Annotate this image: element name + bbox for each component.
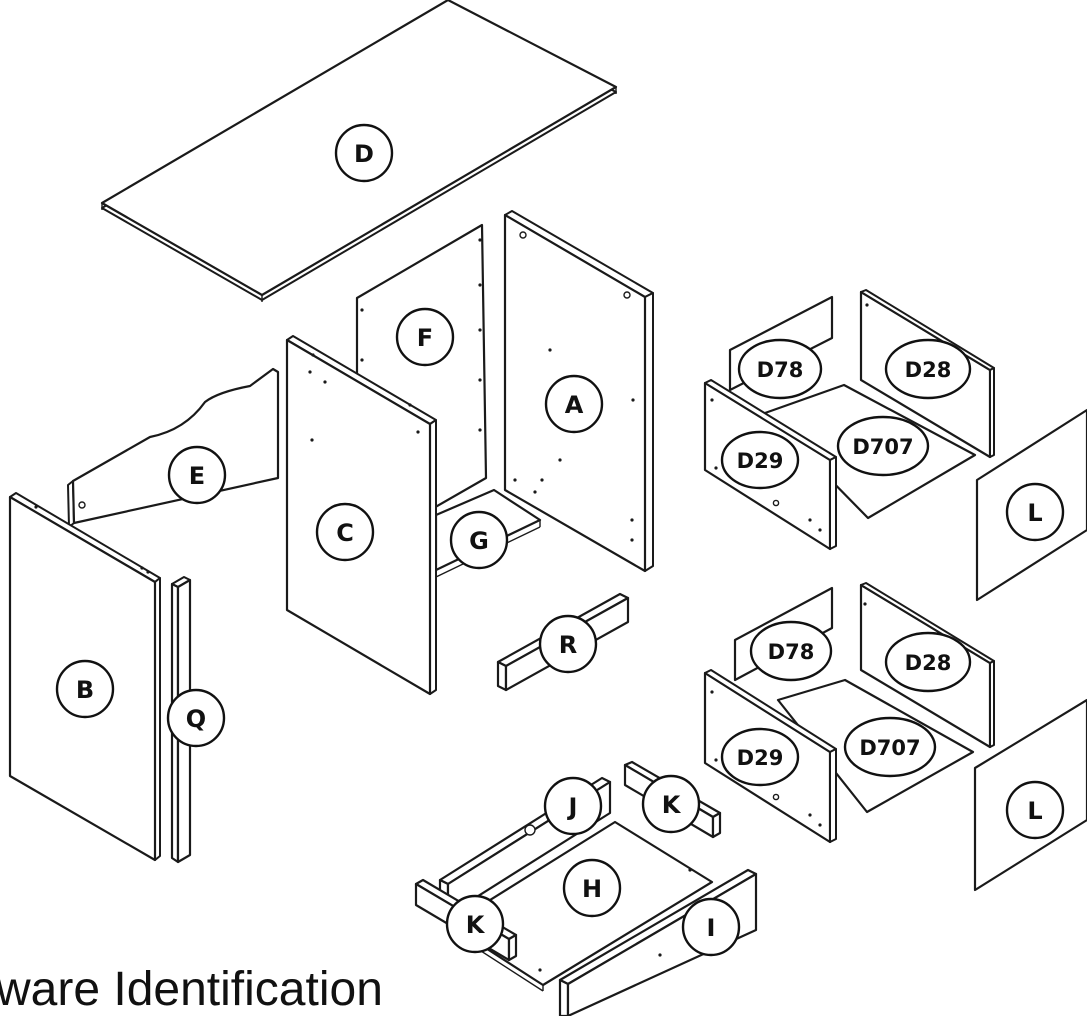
svg-text:D29: D29 — [737, 746, 784, 770]
svg-text:F: F — [417, 324, 433, 352]
label-d: D — [334, 123, 394, 183]
svg-text:K: K — [662, 791, 682, 819]
label-d28-drawer-2: D28 — [884, 631, 972, 693]
svg-text:J: J — [567, 793, 578, 821]
label-d29-drawer-1: D29 — [720, 430, 800, 490]
svg-text:C: C — [336, 519, 354, 547]
svg-text:R: R — [559, 631, 577, 659]
label-g: G — [449, 510, 509, 570]
label-d707-drawer-2: D707 — [843, 716, 937, 778]
label-c: C — [315, 502, 375, 562]
svg-text:H: H — [582, 875, 602, 903]
svg-text:D78: D78 — [757, 358, 804, 382]
label-k-right: K — [641, 774, 701, 834]
label-h: H — [562, 858, 622, 918]
label-e: E — [167, 445, 227, 505]
svg-text:Q: Q — [186, 705, 206, 733]
label-d707-drawer-1: D707 — [836, 415, 930, 477]
label-l-drawer-2: L — [1005, 780, 1065, 840]
label-a: A — [544, 374, 604, 434]
label-j: J — [543, 776, 603, 836]
label-r: R — [538, 614, 598, 674]
svg-text:D28: D28 — [905, 651, 952, 675]
svg-text:B: B — [76, 676, 94, 704]
part-e-back-rail — [67, 367, 280, 528]
svg-text:L: L — [1027, 499, 1042, 527]
label-d78-drawer-2: D78 — [749, 620, 833, 682]
svg-text:G: G — [469, 527, 489, 555]
svg-text:D707: D707 — [852, 435, 913, 459]
svg-text:L: L — [1027, 797, 1042, 825]
label-d29-drawer-2: D29 — [720, 727, 800, 787]
svg-text:I: I — [707, 914, 716, 942]
svg-text:D28: D28 — [905, 358, 952, 382]
label-i: I — [681, 897, 741, 957]
svg-text:D78: D78 — [768, 640, 815, 664]
svg-text:A: A — [565, 391, 584, 419]
svg-text:E: E — [189, 462, 205, 490]
label-d78-drawer-1: D78 — [737, 338, 823, 400]
svg-text:D707: D707 — [859, 736, 920, 760]
svg-text:D29: D29 — [737, 449, 784, 473]
label-l-drawer-1: L — [1005, 482, 1065, 542]
svg-text:K: K — [466, 911, 486, 939]
label-q: Q — [166, 688, 226, 748]
section-caption: ware Identification — [0, 963, 383, 1016]
label-d28-drawer-1: D28 — [884, 338, 972, 400]
label-k-left: K — [445, 894, 505, 954]
label-b: B — [55, 659, 115, 719]
svg-text:D: D — [354, 140, 374, 168]
label-f: F — [395, 307, 455, 367]
